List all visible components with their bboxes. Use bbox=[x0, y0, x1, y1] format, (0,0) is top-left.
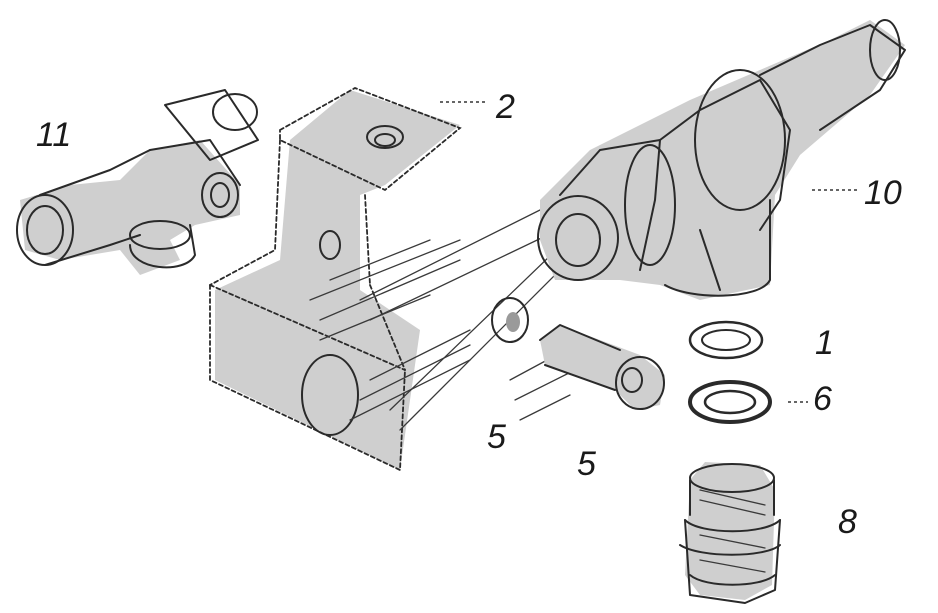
callout-11: 11 bbox=[36, 116, 72, 154]
callout-8: 8 bbox=[838, 503, 857, 541]
seal-ring-part-6 bbox=[688, 380, 772, 424]
washer-part-1 bbox=[688, 320, 764, 360]
callout-5-right: 5 bbox=[577, 445, 596, 483]
hatch-overlay bbox=[309, 149, 671, 431]
callout-5-left: 5 bbox=[487, 418, 506, 456]
bolt-part-5-a bbox=[491, 297, 529, 343]
tee-fitting-part-11 bbox=[16, 89, 259, 275]
bracket-part-2 bbox=[209, 87, 462, 472]
bolt-part-5-b bbox=[539, 324, 665, 410]
plug-part-8 bbox=[679, 462, 781, 604]
callout-10: 10 bbox=[864, 174, 902, 212]
leader-lines bbox=[440, 101, 858, 403]
valve-part-10 bbox=[537, 19, 906, 300]
callout-2: 2 bbox=[496, 88, 515, 126]
callout-6: 6 bbox=[813, 380, 832, 418]
callout-1: 1 bbox=[815, 324, 834, 362]
